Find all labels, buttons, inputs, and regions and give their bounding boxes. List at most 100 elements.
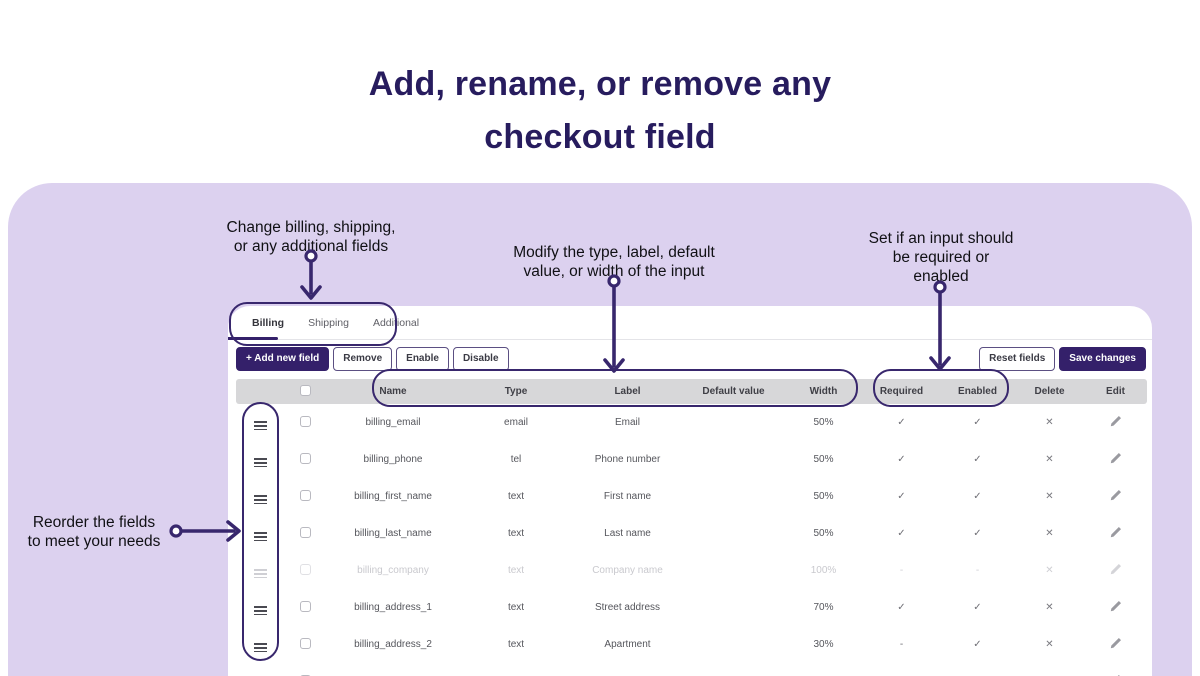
delete-icon[interactable]: ✕ bbox=[1045, 491, 1054, 502]
cell-type: text bbox=[507, 565, 525, 576]
disable-button[interactable]: Disable bbox=[452, 347, 509, 371]
page-title-line1: Add, rename, or remove any bbox=[368, 65, 832, 103]
cell-width: 100% bbox=[810, 565, 837, 576]
cell-enabled: ✓ bbox=[973, 454, 982, 465]
cell-enabled: ✓ bbox=[973, 491, 982, 502]
cell-width: 30% bbox=[813, 639, 834, 650]
cell-name: billing_phone bbox=[363, 454, 423, 465]
annotation-required: Set if an input should be required or en… bbox=[869, 229, 1014, 286]
cell-width: 50% bbox=[813, 491, 834, 502]
delete-icon[interactable]: ✕ bbox=[1045, 565, 1054, 576]
toolbar-right-group: Reset fields Save changes bbox=[979, 347, 1146, 371]
enable-button[interactable]: Enable bbox=[396, 347, 449, 371]
cell-required: ✓ bbox=[897, 602, 906, 613]
cell-enabled: - bbox=[975, 565, 980, 576]
edit-icon[interactable] bbox=[1084, 563, 1147, 579]
table-row: billing_postcodetextPostal code50%✓✓✕ bbox=[236, 663, 1147, 676]
delete-icon[interactable]: ✕ bbox=[1045, 602, 1054, 613]
cell-required: - bbox=[899, 565, 904, 576]
page-title: Add, rename, or remove any checkout fiel… bbox=[0, 58, 1200, 164]
edit-icon[interactable] bbox=[1084, 452, 1147, 468]
cell-width: 50% bbox=[813, 417, 834, 428]
row-checkbox[interactable] bbox=[284, 526, 326, 541]
cell-enabled: ✓ bbox=[973, 417, 982, 428]
header-width: Width bbox=[809, 386, 838, 397]
annotation-columns-line2: value, or width of the input bbox=[523, 263, 705, 280]
cell-label: Last name bbox=[604, 528, 651, 539]
drag-handle[interactable] bbox=[236, 452, 284, 468]
cell-type: text bbox=[507, 639, 525, 650]
row-checkbox[interactable] bbox=[284, 563, 326, 578]
select-all-checkbox[interactable] bbox=[284, 384, 326, 399]
drag-handle[interactable] bbox=[236, 489, 284, 505]
cell-label: First name bbox=[603, 491, 652, 502]
delete-icon[interactable]: ✕ bbox=[1045, 639, 1054, 650]
save-changes-button[interactable]: Save changes bbox=[1059, 347, 1146, 371]
cell-required: ✓ bbox=[897, 491, 906, 502]
delete-icon[interactable]: ✕ bbox=[1045, 454, 1054, 465]
reset-fields-button[interactable]: Reset fields bbox=[979, 347, 1056, 371]
annotation-columns-line1: Modify the type, label, default bbox=[513, 244, 715, 261]
edit-icon[interactable] bbox=[1084, 600, 1147, 616]
cell-width: 50% bbox=[813, 528, 834, 539]
active-tab-underline bbox=[228, 337, 278, 340]
edit-icon[interactable] bbox=[1084, 637, 1147, 653]
cell-label: Phone number bbox=[594, 454, 661, 465]
row-checkbox[interactable] bbox=[284, 674, 326, 676]
cell-label: Street address bbox=[594, 602, 661, 613]
cell-name: billing_company bbox=[357, 565, 429, 576]
header-enabled: Enabled bbox=[958, 386, 997, 397]
edit-icon[interactable] bbox=[1084, 526, 1147, 542]
header-delete: Delete bbox=[1034, 386, 1065, 397]
row-checkbox[interactable] bbox=[284, 600, 326, 615]
cell-label: Company name bbox=[592, 565, 663, 576]
annotation-required-line1: Set if an input should bbox=[868, 230, 1014, 247]
header-default-value: Default value bbox=[702, 386, 765, 397]
drag-handle[interactable] bbox=[236, 415, 284, 431]
annotation-required-line2: be required or bbox=[892, 249, 990, 266]
edit-icon[interactable] bbox=[1084, 415, 1147, 431]
annotation-columns: Modify the type, label, default value, o… bbox=[513, 243, 715, 281]
cell-enabled: ✓ bbox=[973, 602, 982, 613]
row-checkbox[interactable] bbox=[284, 637, 326, 652]
drag-handle[interactable] bbox=[236, 563, 284, 579]
drag-handle[interactable] bbox=[236, 526, 284, 542]
annotation-reorder: Reorder the fields to meet your needs bbox=[28, 513, 161, 551]
row-checkbox[interactable] bbox=[284, 452, 326, 467]
page-title-line2: checkout field bbox=[484, 118, 716, 156]
toolbar: + Add new field Remove Enable Disable Re… bbox=[228, 340, 1152, 379]
cell-label: Apartment bbox=[604, 639, 651, 650]
tab-billing[interactable]: Billing bbox=[252, 316, 285, 329]
drag-handle[interactable] bbox=[236, 600, 284, 616]
annotation-tabs-line1: Change billing, shipping, bbox=[226, 219, 396, 236]
row-checkbox[interactable] bbox=[284, 489, 326, 504]
cell-width: 50% bbox=[813, 454, 834, 465]
add-new-field-button[interactable]: + Add new field bbox=[236, 347, 330, 371]
row-checkbox[interactable] bbox=[284, 415, 326, 430]
header-label: Label bbox=[614, 386, 641, 397]
delete-icon[interactable]: ✕ bbox=[1045, 417, 1054, 428]
edit-icon[interactable] bbox=[1084, 489, 1147, 505]
cell-type: email bbox=[504, 417, 528, 428]
tab-bar: Billing Shipping Additional bbox=[228, 306, 1152, 340]
cell-type: text bbox=[507, 528, 525, 539]
toolbar-left-group: + Add new field Remove Enable Disable bbox=[236, 347, 509, 371]
header-required: Required bbox=[879, 386, 924, 397]
drag-handle[interactable] bbox=[236, 637, 284, 653]
cell-name: billing_address_2 bbox=[354, 639, 432, 650]
tab-additional[interactable]: Additional bbox=[372, 316, 420, 329]
cell-enabled: ✓ bbox=[973, 639, 982, 650]
annotation-reorder-line1: Reorder the fields bbox=[32, 514, 156, 531]
tab-shipping[interactable]: Shipping bbox=[308, 316, 349, 329]
cell-required: - bbox=[899, 639, 904, 650]
remove-button[interactable]: Remove bbox=[333, 347, 393, 371]
delete-icon[interactable]: ✕ bbox=[1045, 528, 1054, 539]
cell-width: 70% bbox=[813, 602, 834, 613]
